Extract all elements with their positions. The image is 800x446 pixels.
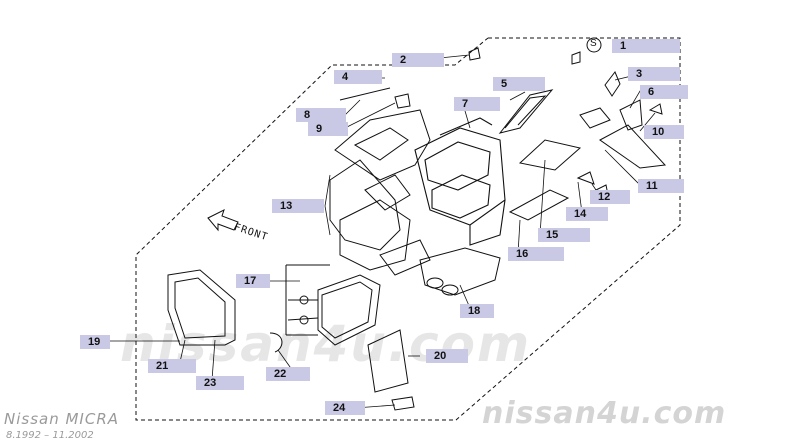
part-label-8[interactable]: 8 bbox=[296, 108, 346, 122]
part-label-16[interactable]: 16 bbox=[508, 247, 564, 261]
part-label-15[interactable]: 15 bbox=[538, 228, 590, 242]
bottom-housing bbox=[419, 247, 501, 296]
circle-s-marker bbox=[586, 37, 602, 53]
part-label-4[interactable]: 4 bbox=[334, 70, 382, 84]
part-label-11[interactable]: 11 bbox=[638, 179, 684, 193]
part-label-13[interactable]: 13 bbox=[272, 199, 324, 213]
part-label-7[interactable]: 7 bbox=[454, 97, 500, 111]
heater-core bbox=[285, 264, 381, 346]
part-label-14[interactable]: 14 bbox=[566, 207, 608, 221]
blower-case-side bbox=[329, 109, 431, 276]
part-label-21[interactable]: 21 bbox=[148, 359, 196, 373]
front-arrow bbox=[207, 209, 239, 232]
part-label-9[interactable]: 9 bbox=[308, 122, 348, 136]
model-years: 8.1992 – 11.2002 bbox=[6, 430, 94, 441]
part-label-1[interactable]: 1 bbox=[612, 39, 680, 53]
circle-s-letter: S bbox=[590, 38, 597, 49]
clip-24 bbox=[391, 396, 415, 411]
plate-16 bbox=[508, 189, 570, 221]
part-label-24[interactable]: 24 bbox=[325, 401, 365, 415]
hose-22 bbox=[269, 332, 283, 353]
part-label-2[interactable]: 2 bbox=[392, 53, 444, 67]
part-label-12[interactable]: 12 bbox=[590, 190, 630, 204]
seal-frame bbox=[167, 269, 236, 346]
filter-panel-5 bbox=[498, 89, 554, 134]
model-name: Nissan MICRA bbox=[4, 410, 120, 428]
part-label-5[interactable]: 5 bbox=[493, 77, 545, 91]
heater-case bbox=[414, 117, 506, 246]
part-label-17[interactable]: 17 bbox=[236, 274, 270, 288]
watermark-corner: nissan4u.com bbox=[482, 396, 727, 431]
part-label-10[interactable]: 10 bbox=[644, 125, 684, 139]
part-label-6[interactable]: 6 bbox=[640, 85, 688, 99]
part-label-20[interactable]: 20 bbox=[426, 349, 468, 363]
part-label-23[interactable]: 23 bbox=[196, 376, 244, 390]
part-label-22[interactable]: 22 bbox=[266, 367, 310, 381]
filter-panel-15 bbox=[518, 139, 582, 171]
part-label-18[interactable]: 18 bbox=[460, 304, 494, 318]
part-label-3[interactable]: 3 bbox=[628, 67, 680, 81]
part-label-19[interactable]: 19 bbox=[80, 335, 110, 349]
cover-20 bbox=[367, 329, 409, 393]
